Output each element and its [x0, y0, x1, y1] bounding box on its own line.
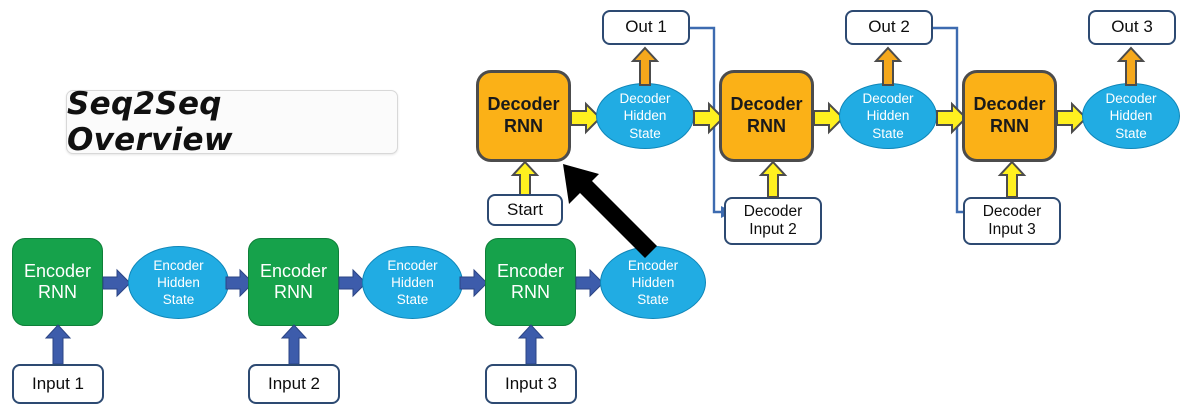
decoder-rnn-2-line1: Decoder	[730, 94, 803, 115]
decoder-output-arrow-2	[873, 46, 903, 86]
decoder-hidden-state-1-line2: Hidden	[623, 108, 667, 124]
output-box-2-label: Out 2	[868, 17, 910, 37]
decoder-rnn-1-line2: RNN	[504, 116, 543, 136]
context-vector-arrow-icon	[555, 160, 665, 260]
decoder-start-label: Start	[507, 199, 543, 219]
encoder-hidden-state-1-line2: Hidden	[157, 274, 200, 290]
decoder-input-arrow-2	[758, 160, 788, 198]
encoder-arrow-5	[575, 268, 604, 298]
encoder-rnn-3-line2: RNN	[510, 282, 550, 302]
input-box-1[interactable]: Input 1	[12, 364, 104, 404]
encoder-arrow-1	[102, 268, 131, 298]
encoder-input-arrow-2	[280, 324, 308, 365]
input-box-3-label: Input 3	[505, 373, 557, 393]
decoder-input-box-3[interactable]: Decoder Input 3	[963, 197, 1061, 245]
decoder-rnn-1-line1: Decoder	[487, 94, 560, 115]
encoder-hidden-state-3-line3: State	[637, 292, 669, 308]
decoder-output-arrow-1	[630, 46, 660, 86]
decoder-start-box[interactable]: Start	[487, 194, 563, 226]
decoder-rnn-3-line1: Decoder	[973, 94, 1046, 115]
encoder-hidden-state-1-line1: Encoder	[153, 257, 204, 273]
encoder-arrow-3	[338, 268, 367, 298]
decoder-rnn-3: Decoder RNN	[962, 70, 1057, 162]
encoder-hidden-state-3-line2: Hidden	[631, 274, 675, 290]
encoder-rnn-1-line2: RNN	[37, 282, 77, 302]
input-box-2-label: Input 2	[268, 373, 320, 393]
decoder-input-box-3-line1: Decoder	[982, 202, 1042, 220]
output-box-1[interactable]: Out 1	[602, 10, 690, 45]
decoder-arrow-3	[813, 101, 845, 135]
decoder-rnn-3-line2: RNN	[990, 116, 1029, 136]
decoder-hidden-state-2-line1: Decoder	[862, 91, 914, 107]
decoder-arrow-4	[936, 101, 968, 135]
decoder-arrow-2	[693, 101, 725, 135]
output-box-3-label: Out 3	[1111, 17, 1153, 37]
decoder-hidden-state-3: Decoder Hidden State	[1082, 83, 1180, 149]
input-box-3[interactable]: Input 3	[485, 364, 577, 404]
decoder-hidden-state-2-line3: State	[872, 125, 904, 141]
output-box-2[interactable]: Out 2	[845, 10, 933, 45]
input-box-2[interactable]: Input 2	[248, 364, 340, 404]
encoder-rnn-2-line1: Encoder	[259, 260, 328, 281]
decoder-rnn-1: Decoder RNN	[476, 70, 571, 162]
decoder-hidden-state-1-line3: State	[629, 125, 661, 141]
decoder-input-box-3-line2: Input 3	[988, 221, 1036, 238]
page-title: Seq2Seq Overview	[67, 86, 233, 158]
decoder-output-arrow-3	[1116, 46, 1146, 86]
decoder-arrow-5	[1056, 101, 1088, 135]
decoder-input-box-2[interactable]: Decoder Input 2	[724, 197, 822, 245]
encoder-hidden-state-3: Encoder Hidden State	[600, 246, 706, 319]
encoder-hidden-state-1-line3: State	[162, 292, 195, 308]
decoder-arrow-1	[570, 101, 602, 135]
encoder-rnn-2-line2: RNN	[273, 282, 313, 302]
output-box-1-label: Out 1	[625, 17, 667, 37]
encoder-rnn-1-line1: Encoder	[23, 260, 92, 281]
encoder-rnn-1: Encoder RNN	[12, 238, 103, 326]
encoder-arrow-4	[459, 268, 488, 298]
encoder-hidden-state-1: Encoder Hidden State	[128, 246, 229, 319]
input-box-1-label: Input 1	[32, 373, 84, 393]
decoder-hidden-state-2-line2: Hidden	[866, 108, 910, 124]
decoder-input-arrow-3	[997, 160, 1027, 198]
encoder-rnn-2: Encoder RNN	[248, 238, 339, 326]
diagram-title-plaque: Seq2Seq Overview	[66, 86, 398, 158]
decoder-hidden-state-3-line2: Hidden	[1109, 108, 1153, 124]
decoder-hidden-state-3-line1: Decoder	[1105, 91, 1157, 107]
decoder-rnn-2: Decoder RNN	[719, 70, 814, 162]
decoder-rnn-2-line2: RNN	[747, 116, 786, 136]
encoder-hidden-state-2: Encoder Hidden State	[362, 246, 463, 319]
decoder-input-box-2-line2: Input 2	[749, 221, 797, 238]
encoder-hidden-state-2-line1: Encoder	[387, 257, 438, 273]
encoder-rnn-3-line1: Encoder	[496, 260, 565, 281]
encoder-arrow-2	[225, 268, 254, 298]
encoder-input-arrow-3	[517, 324, 545, 365]
decoder-hidden-state-2: Decoder Hidden State	[839, 83, 937, 149]
decoder-hidden-state-3-line3: State	[1115, 125, 1147, 141]
encoder-hidden-state-2-line3: State	[396, 292, 429, 308]
encoder-hidden-state-3-line1: Encoder	[627, 257, 679, 273]
encoder-hidden-state-2-line2: Hidden	[391, 274, 434, 290]
encoder-input-arrow-1	[44, 324, 72, 365]
encoder-rnn-3: Encoder RNN	[485, 238, 576, 326]
decoder-input-box-2-line1: Decoder	[743, 202, 803, 220]
decoder-start-arrow	[510, 160, 540, 196]
decoder-hidden-state-1: Decoder Hidden State	[596, 83, 694, 149]
decoder-hidden-state-1-line1: Decoder	[619, 91, 671, 107]
output-box-3[interactable]: Out 3	[1088, 10, 1176, 45]
